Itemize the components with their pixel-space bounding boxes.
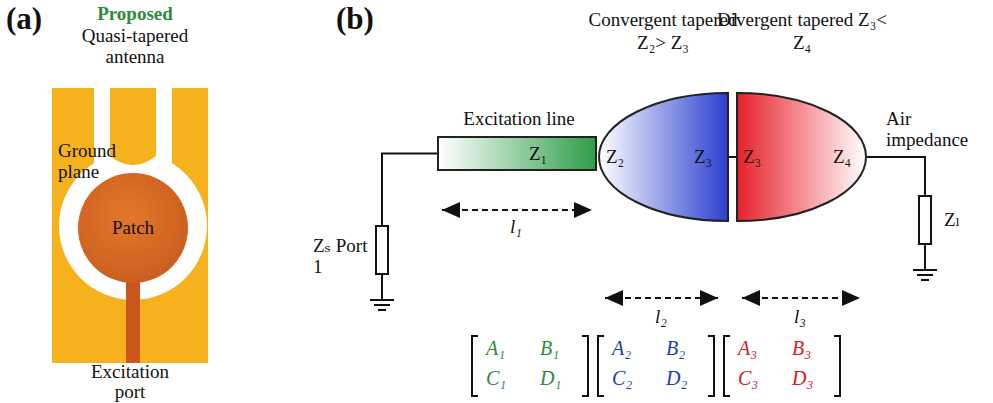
ground-plane: Ground planePatch xyxy=(52,88,208,363)
length-label: l₁ xyxy=(510,216,522,237)
ground-symbol xyxy=(370,275,394,310)
port-label: Zₛ Port 1 xyxy=(313,235,369,277)
length-label: l₃ xyxy=(794,306,806,327)
patch-label: Patch xyxy=(78,217,188,238)
source-resistor: Zₛ Port 1 xyxy=(375,225,389,275)
patch: Patch xyxy=(78,173,188,283)
air-impedance-label: Air impedance xyxy=(886,108,986,150)
dimension-arrow xyxy=(442,210,860,298)
excitation-line-heading: Excitation line xyxy=(419,108,619,129)
load-label: Zₗ xyxy=(944,209,960,230)
port-caption: Excitation port xyxy=(80,362,180,402)
matrix-entry: B₃ xyxy=(792,338,811,359)
matrix-entry: C₁ xyxy=(486,368,506,389)
excitation-line: Excitation lineZ₁ xyxy=(437,136,597,171)
convergent-taper: Convergent tapered Z₂> Z₃Z₂Z₃ xyxy=(598,92,728,222)
panel-letter: (b) xyxy=(336,2,374,36)
wire xyxy=(728,156,737,158)
matrix-entry: A₁ xyxy=(486,338,505,359)
impedance-label: Z₄ xyxy=(833,146,851,167)
impedance-label: Z₁ xyxy=(529,143,547,164)
wire xyxy=(382,154,437,226)
matrix-entry: D₁ xyxy=(540,368,561,389)
matrix-entry: D₃ xyxy=(792,368,813,389)
matrix-entry: A₃ xyxy=(738,338,757,359)
matrix-entry: B₂ xyxy=(666,338,685,359)
impedance-label: Z₂ xyxy=(606,146,624,167)
matrix-entry: D₂ xyxy=(666,368,687,389)
matrix-entry: C₂ xyxy=(612,368,632,389)
panel-letter: (a) xyxy=(6,2,42,36)
divergent-taper: Divergent tapered Z₃< Z₄Z₃Z₄ xyxy=(737,92,867,222)
matrix-entry: C₃ xyxy=(738,368,758,389)
divergent-heading: Divergent tapered Z₃< Z₄ xyxy=(712,8,892,54)
load-resistor: Zₗ xyxy=(918,195,932,245)
ground-symbol xyxy=(913,245,937,280)
wire xyxy=(867,157,925,195)
matrix-entry: B₁ xyxy=(540,338,559,359)
matrix-entry: A₂ xyxy=(612,338,631,359)
proposed-label: Proposed xyxy=(60,3,210,24)
matrix-bracket xyxy=(472,336,840,396)
impedance-label: Z₃ xyxy=(743,146,761,167)
length-label: l₂ xyxy=(655,306,667,327)
impedance-label: Z₃ xyxy=(694,146,712,167)
antenna-name: Quasi-tapered antenna xyxy=(60,25,210,67)
